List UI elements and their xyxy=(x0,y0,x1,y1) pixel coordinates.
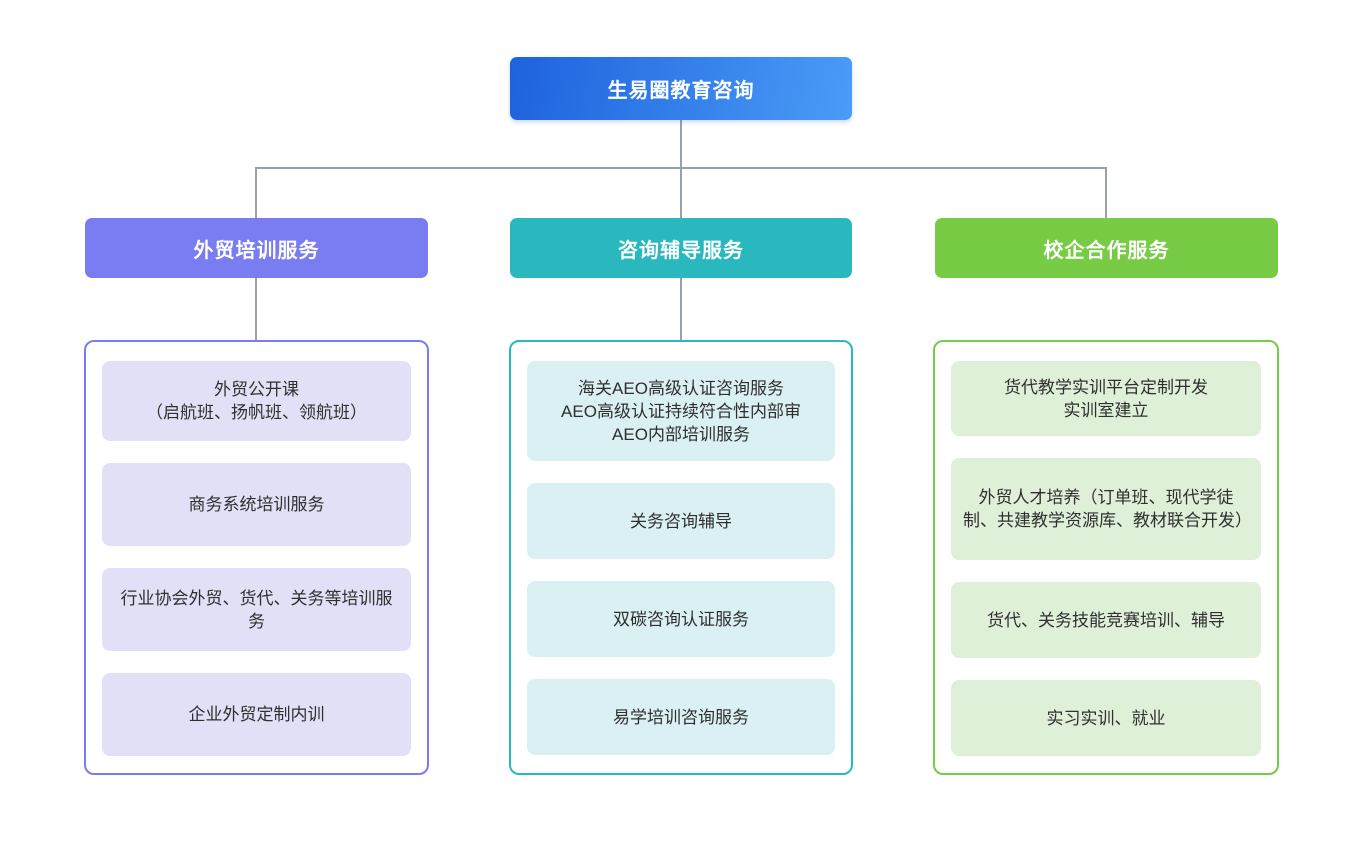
branch-container-consulting-coaching: 海关AEO高级认证咨询服务 AEO高级认证持续符合性内部审 AEO内部培训服务 … xyxy=(509,340,853,775)
branch-container-school-enterprise-cooperation: 货代教学实训平台定制开发 实训室建立 外贸人才培养（订单班、现代学徒制、共建教学… xyxy=(933,340,1279,775)
connector-drop-branch-2 xyxy=(680,167,682,219)
connector-root-stem xyxy=(680,120,682,169)
leaf-node[interactable]: 海关AEO高级认证咨询服务 AEO高级认证持续符合性内部审 AEO内部培训服务 xyxy=(527,361,835,461)
leaf-node[interactable]: 实习实训、就业 xyxy=(951,680,1261,756)
branch-header-school-enterprise-cooperation[interactable]: 校企合作服务 xyxy=(935,218,1278,278)
root-node[interactable]: 生易圈教育咨询 xyxy=(510,57,852,120)
leaf-node[interactable]: 企业外贸定制内训 xyxy=(102,673,411,756)
leaf-node[interactable]: 外贸人才培养（订单班、现代学徒制、共建教学资源库、教材联合开发） xyxy=(951,458,1261,560)
connector-branch-2-container xyxy=(680,278,682,341)
leaf-node[interactable]: 行业协会外贸、货代、关务等培训服务 xyxy=(102,568,411,651)
connector-branch-1-container xyxy=(255,278,257,341)
leaf-node[interactable]: 易学培训咨询服务 xyxy=(527,679,835,755)
connector-drop-branch-3 xyxy=(1105,167,1107,219)
branch-header-foreign-trade-training[interactable]: 外贸培训服务 xyxy=(85,218,428,278)
leaf-node[interactable]: 外贸公开课 （启航班、扬帆班、领航班） xyxy=(102,361,411,441)
branch-container-foreign-trade-training: 外贸公开课 （启航班、扬帆班、领航班） 商务系统培训服务 行业协会外贸、货代、关… xyxy=(84,340,429,775)
leaf-node[interactable]: 关务咨询辅导 xyxy=(527,483,835,559)
leaf-node[interactable]: 商务系统培训服务 xyxy=(102,463,411,546)
leaf-node[interactable]: 货代、关务技能竞赛培训、辅导 xyxy=(951,582,1261,658)
leaf-node[interactable]: 双碳咨询认证服务 xyxy=(527,581,835,657)
leaf-node[interactable]: 货代教学实训平台定制开发 实训室建立 xyxy=(951,361,1261,436)
connector-drop-branch-1 xyxy=(255,167,257,219)
branch-header-consulting-coaching[interactable]: 咨询辅导服务 xyxy=(510,218,852,278)
